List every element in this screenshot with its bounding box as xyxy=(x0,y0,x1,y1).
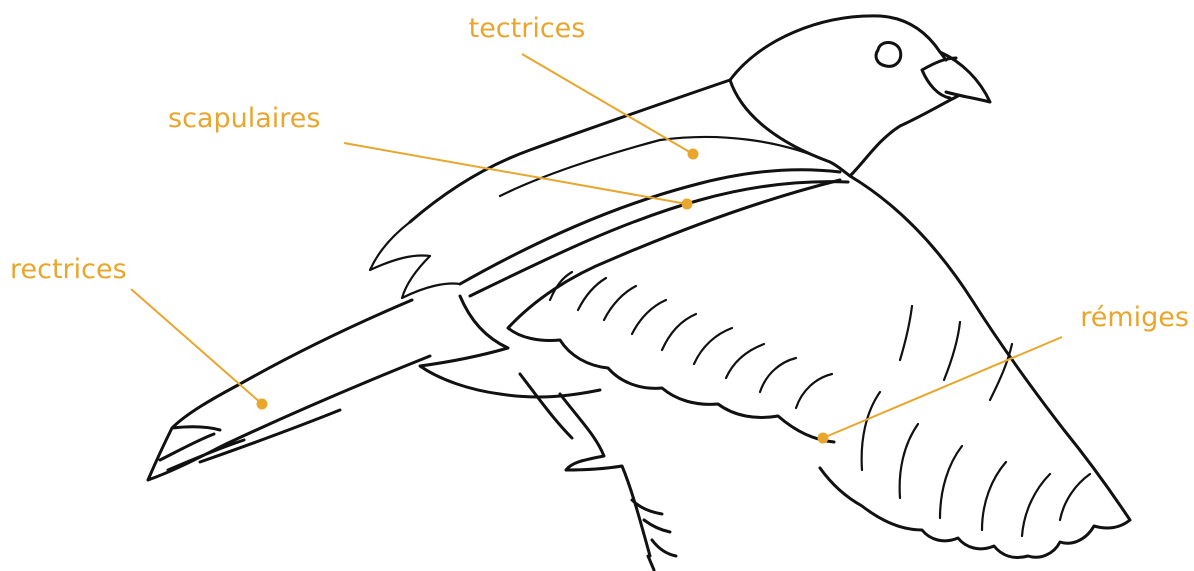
tectrices-leader-line xyxy=(522,54,693,154)
scapulaires-pointer-dot xyxy=(682,199,693,210)
rectrices-leader-line xyxy=(131,289,262,404)
remiges-leader-line xyxy=(823,337,1062,438)
tectrices-label: tectrices xyxy=(469,13,586,44)
bird-illustration xyxy=(148,16,1130,570)
remiges-label: rémiges xyxy=(1080,302,1189,333)
bird-wing-coverts xyxy=(508,180,840,442)
rectrices-pointer-dot xyxy=(257,399,268,410)
bird-eye xyxy=(876,43,901,67)
bird-neck xyxy=(730,80,850,176)
bird-back xyxy=(410,80,730,222)
bird-tail xyxy=(148,300,430,480)
bird-wing-outline xyxy=(820,176,1130,558)
bird-wing-feathers xyxy=(550,272,1090,536)
bird-beak xyxy=(922,52,990,102)
rectrices-label: rectrices xyxy=(10,254,127,285)
remiges-pointer-dot xyxy=(818,433,829,444)
scapulaires-leader-line xyxy=(344,143,687,204)
scapulaires-label: scapulaires xyxy=(168,103,320,134)
labels-layer: tectrices scapulaires rectrices rémiges xyxy=(10,13,1189,444)
tectrices-pointer-dot xyxy=(688,149,699,160)
bird-head xyxy=(730,16,958,176)
bird-legs xyxy=(520,374,676,570)
bird-body xyxy=(420,296,600,397)
